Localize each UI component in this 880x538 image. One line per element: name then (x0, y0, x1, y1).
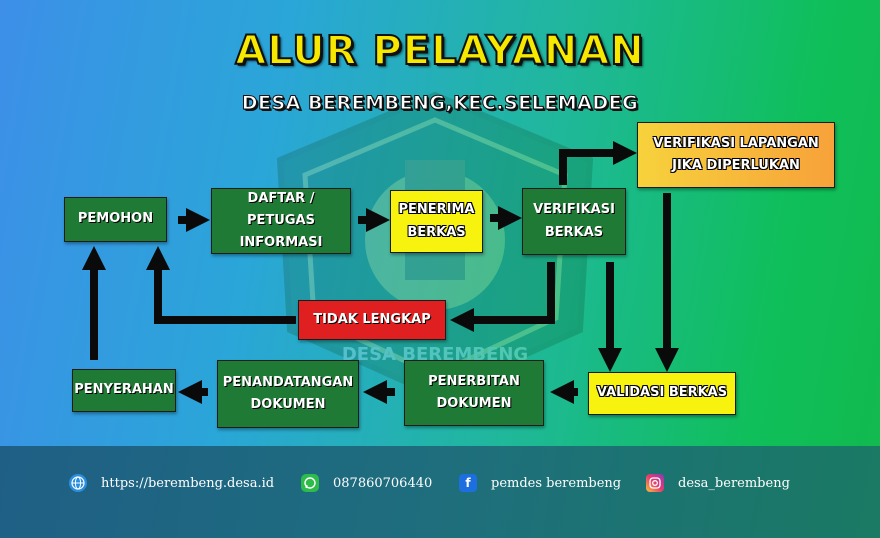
facebook-icon: f (459, 474, 477, 492)
box-daftar-line2: INFORMASI (239, 235, 323, 251)
page-subtitle: DESA BEREMBENG,KEC.SELEMADEG (241, 92, 639, 115)
box-penerima-berkas: PENERIMA BERKAS (390, 190, 483, 253)
contact-website[interactable]: https://berembeng.desa.id (69, 474, 274, 492)
box-penandatangan-line2: DOKUMEN (250, 397, 326, 412)
box-daftar-petugas: DAFTAR / PETUGAS INFORMASI (211, 188, 351, 254)
box-penyerahan: PENYERAHAN (72, 369, 176, 412)
contact-footer: https://berembeng.desa.id 087860706440 f… (0, 446, 880, 538)
contact-facebook[interactable]: f pemdes berembeng (459, 474, 621, 492)
page-title: ALUR PELAYANAN (234, 27, 645, 75)
box-penerbitan-dokumen: PENERBITAN DOKUMEN (404, 360, 544, 426)
box-verifikasi-line1: VERIFIKASI (533, 202, 615, 218)
box-penandatangan-dokumen: PENANDATANGAN DOKUMEN (217, 360, 359, 428)
box-penandatangan-line1: PENANDATANGAN (222, 374, 354, 390)
box-tidak-lengkap: TIDAK LENGKAP (298, 300, 446, 340)
arrow-tidaklengkap-pemohon (146, 246, 296, 324)
box-penerbitan-line2: DOKUMEN (436, 396, 512, 411)
box-penerbitan-line1: PENERBITAN (428, 373, 520, 389)
contact-facebook-text: pemdes berembeng (491, 475, 622, 491)
box-verifikasi-berkas: VERIFIKASI BERKAS (522, 188, 626, 255)
globe-icon (69, 474, 87, 492)
contact-whatsapp-text: 087860706440 (333, 475, 433, 491)
box-penyerahan-label: PENYERAHAN (74, 382, 174, 398)
box-lapangan-line1: VERIFIKASI LAPANGAN (653, 135, 819, 151)
box-pemohon: PEMOHON (64, 197, 167, 242)
contact-instagram[interactable]: desa_berembeng (646, 474, 790, 492)
box-validasi-label: VALIDASI BERKAS (596, 385, 728, 401)
instagram-icon (646, 474, 664, 492)
emblem-label: DESA BEREMBENG (342, 344, 528, 365)
box-pemohon-label: PEMOHON (77, 211, 154, 227)
whatsapp-icon (301, 474, 319, 492)
arrow-verifikasi-tidaklengkap (450, 262, 555, 332)
box-lapangan-line2: JIKA DIPERLUKAN (672, 158, 800, 173)
contact-whatsapp[interactable]: 087860706440 (301, 474, 432, 492)
contact-instagram-text: desa_berembeng (678, 475, 790, 491)
box-verifikasi-lapangan: VERIFIKASI LAPANGAN JIKA DIPERLUKAN (637, 122, 835, 188)
box-penerima-line2: BERKAS (407, 224, 466, 240)
arrow-verifikasi-lapangan (559, 141, 637, 185)
box-tidak-lengkap-label: TIDAK LENGKAP (313, 311, 431, 327)
box-penerima-line1: PENERIMA (398, 202, 475, 218)
contact-website-text: https://berembeng.desa.id (101, 475, 275, 491)
box-verifikasi-line2: BERKAS (544, 224, 604, 240)
box-daftar-line1: DAFTAR / PETUGAS (247, 190, 315, 228)
box-validasi-berkas: VALIDASI BERKAS (588, 372, 736, 415)
